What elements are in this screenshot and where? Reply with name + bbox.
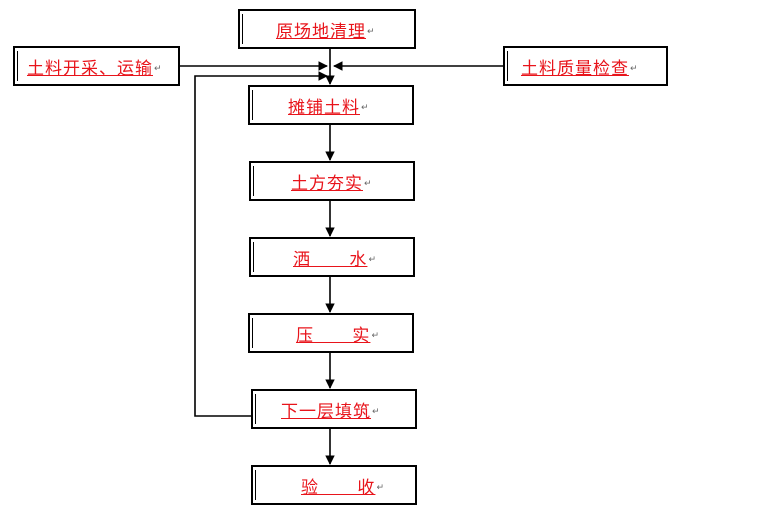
node-label: 压 实: [296, 325, 371, 346]
paragraph-mark-icon: ↵: [376, 483, 384, 493]
node-label: 洒 水: [293, 249, 368, 270]
node-label: 下一层填筑: [281, 401, 371, 422]
node-label: 原场地清理: [276, 21, 366, 42]
node-label: 摊铺土料: [288, 97, 360, 118]
node-label: 验 收: [301, 477, 376, 498]
node-soil-quality-check: 土料质量检查 ↵: [503, 46, 668, 86]
node-sprinkle-water: 洒 水 ↵: [249, 237, 415, 277]
node-label: 土料质量检查: [521, 58, 629, 79]
paragraph-mark-icon: ↵: [630, 64, 638, 74]
node-spread-soil: 摊铺土料 ↵: [248, 85, 414, 125]
paragraph-mark-icon: ↵: [372, 407, 380, 417]
paragraph-mark-icon: ↵: [371, 331, 379, 341]
paragraph-mark-icon: ↵: [368, 255, 376, 265]
node-acceptance: 验 收 ↵: [251, 465, 417, 505]
node-next-layer: 下一层填筑 ↵: [251, 389, 417, 429]
loop-back-line: [194, 71, 328, 417]
node-soil-quarry: 土料开采、运输 ↵: [13, 46, 180, 86]
paragraph-mark-icon: ↵: [361, 103, 369, 113]
node-site-clearing: 原场地清理 ↵: [238, 9, 416, 49]
node-compact: 压 实 ↵: [248, 313, 414, 353]
paragraph-mark-icon: ↵: [367, 27, 375, 37]
node-label: 土方夯实: [291, 173, 363, 194]
node-tamp: 土方夯实 ↵: [249, 161, 415, 201]
paragraph-mark-icon: ↵: [154, 64, 162, 74]
node-label: 土料开采、运输: [27, 58, 153, 79]
paragraph-mark-icon: ↵: [364, 179, 372, 189]
